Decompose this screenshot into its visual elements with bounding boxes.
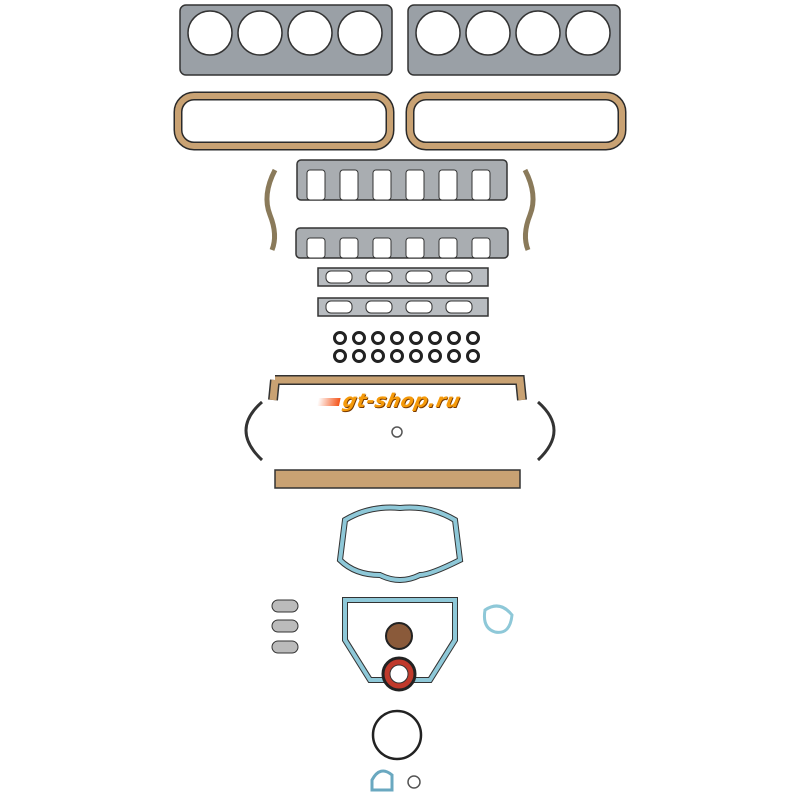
- valve-seal: [390, 349, 404, 363]
- cylinder-bore: [287, 10, 333, 56]
- cylinder-bore: [187, 10, 233, 56]
- cylinder-bore: [415, 10, 461, 56]
- valve-seal: [447, 349, 461, 363]
- valve-seal: [352, 331, 366, 345]
- valve-seal: [447, 331, 461, 345]
- valve-seal: [409, 331, 423, 345]
- valve-seals: [333, 331, 480, 363]
- valve-seal: [333, 349, 347, 363]
- small-gaskets-left: [271, 599, 299, 654]
- exhaust-gasket: [317, 267, 489, 287]
- valve-seal: [371, 349, 385, 363]
- valve-seal: [371, 331, 385, 345]
- head-gaskets: [179, 4, 621, 76]
- intake-port: [306, 169, 326, 201]
- intake-port: [306, 237, 326, 259]
- exhaust-gasket: [317, 297, 489, 317]
- intake-port: [372, 169, 392, 201]
- head-gasket: [407, 4, 621, 76]
- valve-seal: [466, 349, 480, 363]
- exhaust-port: [405, 270, 433, 284]
- exhaust-port: [445, 270, 473, 284]
- intake-port: [339, 237, 359, 259]
- valve-seal: [466, 331, 480, 345]
- intake-port: [471, 169, 491, 201]
- exhaust-port: [365, 300, 393, 314]
- fuel-pump-gasket: [483, 604, 514, 634]
- exhaust-gaskets: [317, 267, 489, 317]
- valve-cover-gasket-left: [173, 91, 395, 151]
- exhaust-port: [325, 300, 353, 314]
- valve-cover-gasket-right: [405, 91, 627, 151]
- watermark-logo: gt-shop.ru: [316, 390, 463, 412]
- intake-port: [372, 237, 392, 259]
- head-gasket: [179, 4, 393, 76]
- intake-port: [438, 237, 458, 259]
- valve-seal: [428, 331, 442, 345]
- intake-port: [438, 169, 458, 201]
- end-seal-right: [522, 168, 536, 251]
- intake-port: [339, 169, 359, 201]
- exhaust-port: [445, 300, 473, 314]
- valve-seal: [333, 331, 347, 345]
- intake-port: [405, 237, 425, 259]
- thermostat-gasket: [370, 769, 394, 792]
- valve-seal: [352, 349, 366, 363]
- cylinder-bore: [337, 10, 383, 56]
- cylinder-bore: [237, 10, 283, 56]
- exhaust-port: [365, 270, 393, 284]
- exhaust-port: [405, 300, 433, 314]
- end-seal-left: [264, 168, 278, 251]
- front-seal: [385, 622, 413, 650]
- intake-port: [405, 169, 425, 201]
- cylinder-bore: [515, 10, 561, 56]
- rear-ring: [371, 709, 423, 761]
- valve-seal: [390, 331, 404, 345]
- valve-seal: [428, 349, 442, 363]
- cylinder-bore: [565, 10, 611, 56]
- o-ring: [407, 775, 421, 789]
- intake-port: [471, 237, 491, 259]
- oil-pan-gasket: [244, 375, 556, 489]
- valve-seal: [409, 349, 423, 363]
- exhaust-port: [325, 270, 353, 284]
- cylinder-bore: [465, 10, 511, 56]
